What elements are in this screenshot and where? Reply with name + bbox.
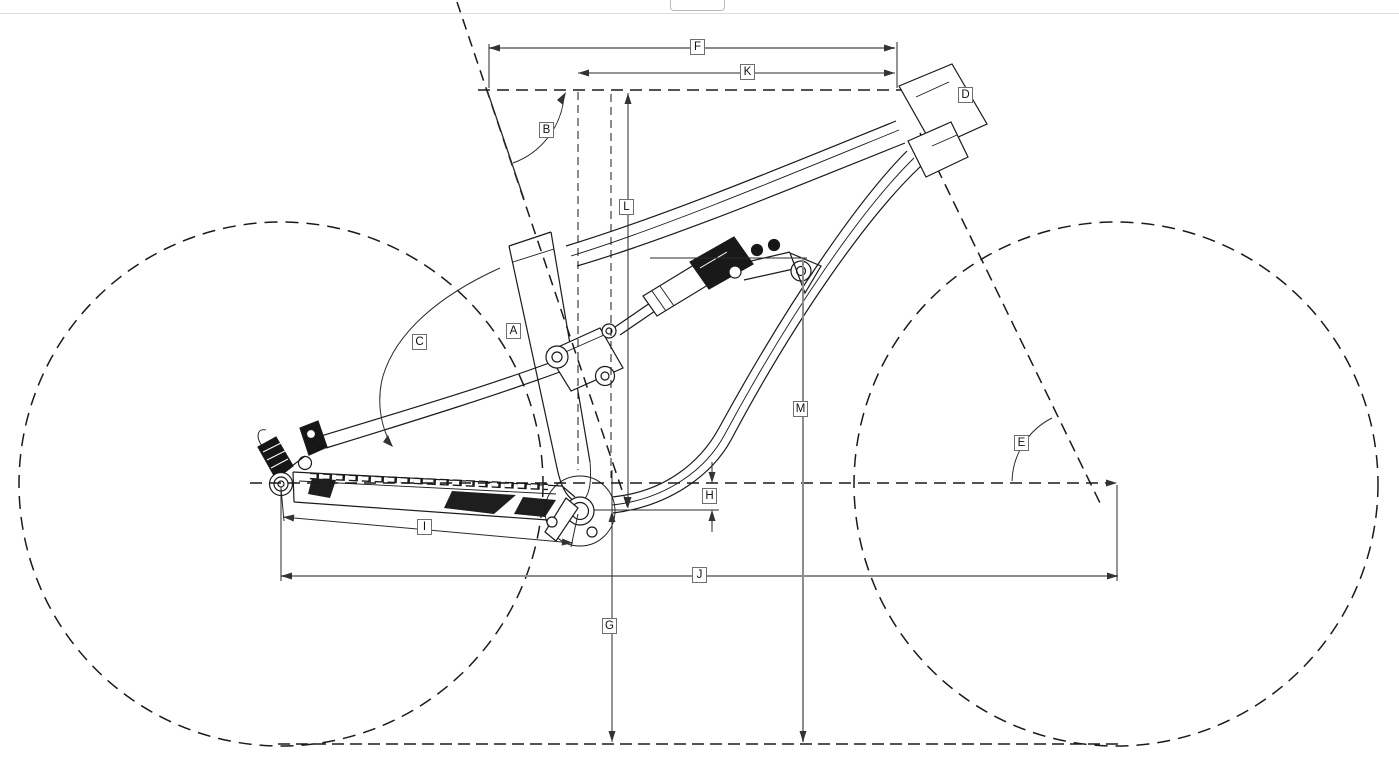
top-divider-line: [0, 13, 1399, 14]
chainstay-protector: [514, 497, 556, 517]
dim-label-B: B: [539, 122, 554, 138]
browser-tab-stub[interactable]: [670, 0, 725, 11]
dimension-lines-gray: [281, 47, 1118, 742]
rear-wheel-circle: [18, 221, 544, 747]
mount-bolt: [767, 238, 781, 252]
dim-label-E: E: [1014, 435, 1029, 451]
reference-lines-back: [278, 89, 1120, 745]
wheel-circles: [18, 221, 1379, 747]
front-wheel-circle: [853, 221, 1379, 747]
dim-label-J: J: [692, 567, 707, 583]
reference-lines-front: [250, 1, 1112, 509]
frame-drawing: [257, 63, 1101, 547]
rear-dropout-brake: [257, 420, 328, 497]
arrowheads: [281, 44, 1118, 742]
brake-caliper: [257, 436, 294, 480]
chainstay-protector: [308, 478, 336, 498]
seat-stays: [320, 351, 585, 449]
dim-label-F: F: [690, 39, 705, 55]
dim-label-L: L: [619, 199, 634, 215]
dim-label-C: C: [412, 334, 427, 350]
dim-label-M: M: [793, 401, 808, 417]
seat-angle-axis-line: [456, 1, 629, 509]
shock-top-eyelet: [728, 265, 742, 279]
dim-label-G: G: [602, 618, 617, 634]
dim-C-arc: [379, 267, 501, 447]
bottom-bracket-drivetrain: [544, 475, 616, 547]
shock-reservoir: [689, 236, 754, 290]
dim-label-D: D: [958, 87, 973, 103]
head-tube: [898, 63, 988, 178]
dim-label-A: A: [506, 323, 521, 339]
chainring: [544, 475, 616, 547]
dim-B-vertex-line: [486, 89, 525, 200]
dim-label-I: I: [417, 519, 432, 535]
mount-bolt: [750, 243, 764, 257]
dim-label-H: H: [702, 488, 717, 504]
steering-axis-line: [919, 132, 1101, 504]
shock-and-linkage: [545, 236, 822, 392]
down-tube: [611, 150, 922, 514]
chainstay-protector: [444, 491, 516, 514]
shock-shaft: [614, 302, 651, 328]
dim-label-K: K: [740, 64, 755, 80]
dimension-lines-black: [280, 42, 1118, 742]
chain: [309, 472, 549, 491]
